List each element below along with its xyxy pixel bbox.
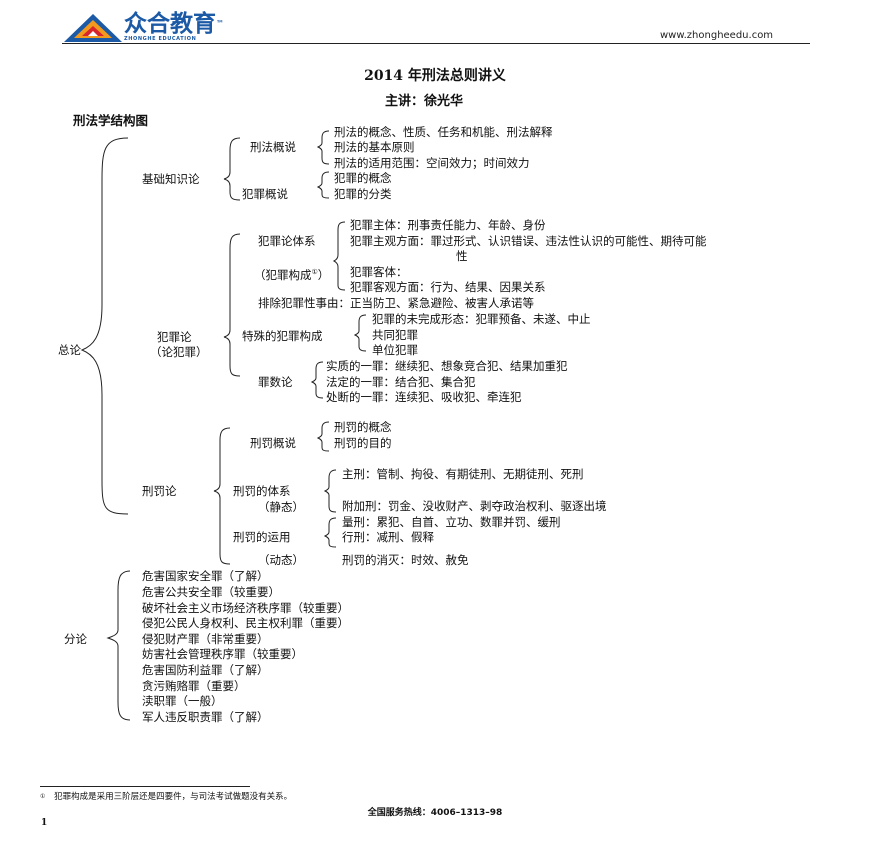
xfg-item: 刑罚的目的 xyxy=(334,436,392,450)
fenlun-item: 危害公共安全罪（较重要） xyxy=(142,585,280,599)
fenlun-item: 破坏社会主义市场经济秩序罪（较重要） xyxy=(142,601,349,615)
xfg-item: 刑罚的概念 xyxy=(334,420,392,434)
xg-item: 刑法的适用范围：空间效力；时间效力 xyxy=(334,156,530,170)
tixi-item: 犯罪主体：刑事责任能力、年龄、身份 xyxy=(350,218,546,232)
node-fzl-tixi: 犯罪论体系 xyxy=(258,234,316,248)
tixi2-item: 主刑：管制、拘役、有期徒刑、无期徒刑、死刑 xyxy=(342,467,584,481)
node-fanzuilun: 犯罪论 xyxy=(157,330,192,344)
node-xf-yunyong-sub: （动态） xyxy=(258,553,304,567)
node-xingfalun: 刑罚论 xyxy=(142,484,177,498)
lecturer: 主讲：徐光华 xyxy=(385,94,464,109)
footnote: ① 犯罪构成是采用三阶层还是四要件，与司法考试做题没有关系。 xyxy=(40,792,293,802)
node-xiaomie: 刑罚的消灭：时效、赦免 xyxy=(342,553,469,567)
brand-subtitle: ZHONGHE EDUCATION xyxy=(124,36,197,42)
zuishu-item: 处断的一罪：连续犯、吸收犯、牵连犯 xyxy=(326,390,522,404)
fenlun-item: 侵犯财产罪（非常重要） xyxy=(142,632,269,646)
node-xf-tixi: 刑罚的体系 xyxy=(233,484,291,498)
node-xingfa-gaishuo: 刑法概说 xyxy=(250,140,296,154)
website-url: www.zhongheedu.com xyxy=(660,30,774,41)
xg-item: 刑法的基本原则 xyxy=(334,140,415,154)
teshu-item: 犯罪的未完成形态：犯罪预备、未遂、中止 xyxy=(372,312,591,326)
yunyong-item: 行刑：减刑、假释 xyxy=(342,530,434,544)
hotline: 全国服务热线：4006–1313–98 xyxy=(367,808,503,818)
fenlun-item: 贪污贿赂罪（重要） xyxy=(142,679,246,693)
fenlun-item: 危害国家安全罪（了解） xyxy=(142,569,269,583)
fenlun-item: 危害国防利益罪（了解） xyxy=(142,663,269,677)
teshu-item: 单位犯罪 xyxy=(372,343,418,357)
brand-name: 众合教育™ xyxy=(124,11,224,37)
node-fenlun: 分论 xyxy=(64,632,87,646)
teshu-item: 共同犯罪 xyxy=(372,328,418,342)
document-title: 2014 年刑法总则讲义 xyxy=(364,68,506,84)
section-title: 刑法学结构图 xyxy=(73,113,149,128)
zuishu-item: 实质的一罪：继续犯、想象竞合犯、结果加重犯 xyxy=(326,359,568,373)
node-zonglun: 总论 xyxy=(58,343,81,357)
fenlun-item: 军人违反职责罪（了解） xyxy=(142,710,269,724)
node-zuishu: 罪数论 xyxy=(258,375,293,389)
page-number: 1 xyxy=(41,818,48,828)
brand-logo-icon xyxy=(64,14,122,42)
node-paichu: 排除犯罪性事由：正当防卫、紧急避险、被害人承诺等 xyxy=(258,296,534,310)
node-xf-tixi-sub: （静态） xyxy=(258,500,304,514)
tixi-item: 犯罪主观方面：罪过形式、认识错误、违法性认识的可能性、期待可能 xyxy=(350,234,707,248)
node-fzl-goucheng: （犯罪构成①） xyxy=(254,267,330,282)
tixi-item: 性 xyxy=(456,249,468,263)
fg-item: 犯罪的概念 xyxy=(334,171,392,185)
fenlun-item: 妨害社会管理秩序罪（较重要） xyxy=(142,647,303,661)
xg-item: 刑法的概念、性质、任务和机能、刑法解释 xyxy=(334,125,553,139)
node-xf-yunyong: 刑罚的运用 xyxy=(233,530,291,544)
tixi-item: 犯罪客体： xyxy=(350,265,408,279)
yunyong-item: 量刑：累犯、自首、立功、数罪并罚、缓刑 xyxy=(342,515,561,529)
node-xf-gaishuo: 刑罚概说 xyxy=(250,436,296,450)
tixi-item: 犯罪客观方面：行为、结果、因果关系 xyxy=(350,280,546,294)
fenlun-item: 渎职罪（一般） xyxy=(142,694,223,708)
node-teshu: 特殊的犯罪构成 xyxy=(242,329,323,343)
node-jichu-zhishilun: 基础知识论 xyxy=(142,172,200,186)
node-fanzuilun-sub: （论犯罪） xyxy=(150,345,208,359)
node-fanzui-gaishuo: 犯罪概说 xyxy=(242,187,288,201)
header-rule xyxy=(62,43,810,44)
zuishu-item: 法定的一罪：结合犯、集合犯 xyxy=(326,375,476,389)
footnote-rule xyxy=(40,786,250,787)
fg-item: 犯罪的分类 xyxy=(334,187,392,201)
fenlun-item: 侵犯公民人身权利、民主权利罪（重要） xyxy=(142,616,349,630)
tixi2-item: 附加刑：罚金、没收财产、剥夺政治权利、驱逐出境 xyxy=(342,499,607,513)
